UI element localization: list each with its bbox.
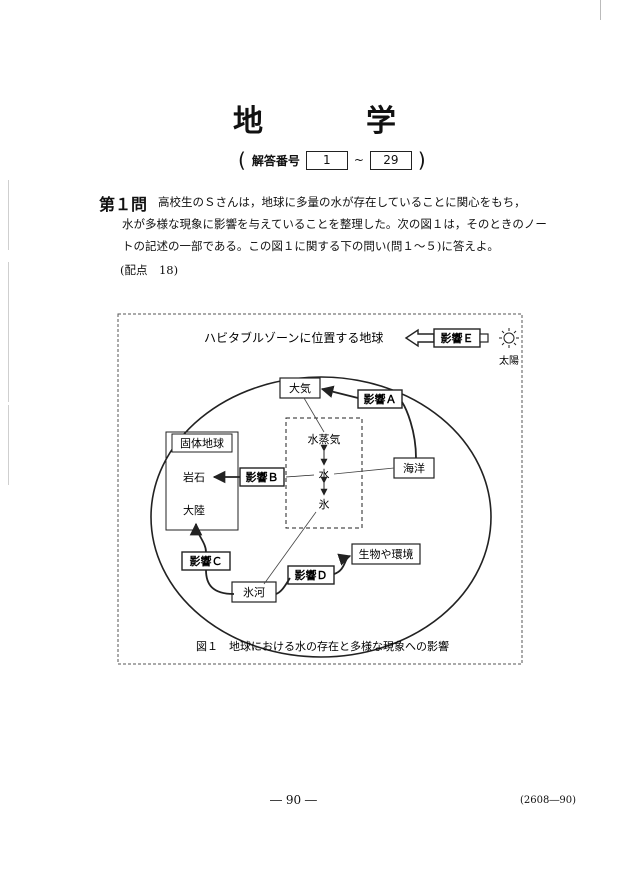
- figure-caption: 図１ 地球における水の存在と多様な現象への影響: [196, 639, 449, 653]
- biology-label: 生物や環境: [359, 547, 414, 561]
- margin-line: [8, 262, 9, 402]
- answer-from-box: 1: [305, 150, 348, 170]
- effect-e-tail: [479, 333, 489, 343]
- atmosphere-box: [279, 377, 321, 399]
- glacier-effect-c-curve: [205, 569, 235, 595]
- earth-ellipse: [150, 376, 492, 658]
- ocean-label: 海洋: [403, 461, 425, 475]
- sun-icon: [499, 328, 519, 348]
- continent-label: 大陸: [183, 503, 205, 517]
- solid-earth-label-box: [171, 433, 233, 453]
- page-title: 地 学: [0, 96, 620, 139]
- effect-b-label: 影響Ｂ: [246, 470, 279, 484]
- page-number: ― 90 ―: [270, 793, 317, 807]
- effect-c-continent-arrow: [189, 522, 207, 553]
- points-allocation: (配点 18): [120, 263, 179, 277]
- answer-range: ( 解答番号 1 ~ 29 ): [238, 148, 426, 172]
- title-left-char: 地: [233, 104, 263, 139]
- figure-frame: [117, 313, 523, 665]
- atmosphere-vapor-connector: [303, 397, 325, 433]
- paren-close: ): [417, 148, 426, 172]
- glacier-box: [231, 581, 277, 603]
- biology-box: [351, 543, 421, 565]
- sun-label: 太陽: [499, 354, 519, 367]
- answer-range-label: 解答番号: [251, 153, 300, 168]
- question-text-line-3: トの記述の一部である。この図１に関する下の問い(問１～５)に答えよ。: [122, 239, 499, 253]
- solid-earth-label: 固体地球: [180, 436, 224, 450]
- ocean-effect-a-curve: [401, 401, 417, 459]
- effect-d-box: [287, 565, 335, 585]
- question-label: 第１問: [99, 195, 148, 214]
- answer-tilde: ~: [353, 153, 364, 167]
- effect-c-label: 影響Ｃ: [190, 554, 223, 568]
- question-text-line-2: 水が多様な現象に影響を与えていることを整理した。次の図１は，そのときのノー: [122, 217, 547, 231]
- atmosphere-label: 大気: [289, 381, 311, 395]
- water-phase-box: [285, 417, 363, 529]
- question-text-line-1: 高校生のＳさんは，地球に多量の水が存在していることに関心をもち，: [158, 195, 526, 209]
- margin-line: [8, 405, 9, 485]
- effect-a-box: [357, 389, 403, 409]
- effect-a-label: 影響Ａ: [364, 392, 397, 406]
- figure-heading: ハビタブルゾーンに位置する地球: [204, 330, 383, 345]
- margin-line: [8, 180, 9, 250]
- water-ocean-connector: [333, 467, 395, 475]
- glacier-label: 氷河: [243, 586, 265, 599]
- ice-label: 氷: [319, 498, 330, 511]
- answer-to-box: 29: [369, 150, 412, 170]
- effect-d-biology-arrow: [333, 553, 352, 575]
- glacier-ice-connector: [263, 511, 317, 585]
- effect-e-arrow: [404, 328, 435, 348]
- title-right-char: 学: [366, 104, 396, 139]
- page-code: (2608―90): [520, 795, 576, 806]
- water-vapor-label: 水蒸気: [308, 432, 341, 446]
- water-label: 水: [319, 468, 330, 481]
- rock-label: 岩石: [183, 470, 205, 484]
- effect-a-atmosphere-arrow: [320, 385, 359, 399]
- water-effect-b-connector: [285, 474, 315, 478]
- effect-e-label: 影響Ｅ: [441, 331, 474, 345]
- glacier-effect-d-curve: [275, 577, 291, 595]
- effect-d-label: 影響Ｄ: [295, 568, 328, 582]
- figure-1-diagram: ハビタブルゾーンに位置する地球 影響Ｅ 太陽 大気 影響Ａ 固体地球 岩石 大陸…: [117, 313, 523, 665]
- paren-open: (: [238, 148, 246, 172]
- page-edge-mark: [600, 0, 601, 20]
